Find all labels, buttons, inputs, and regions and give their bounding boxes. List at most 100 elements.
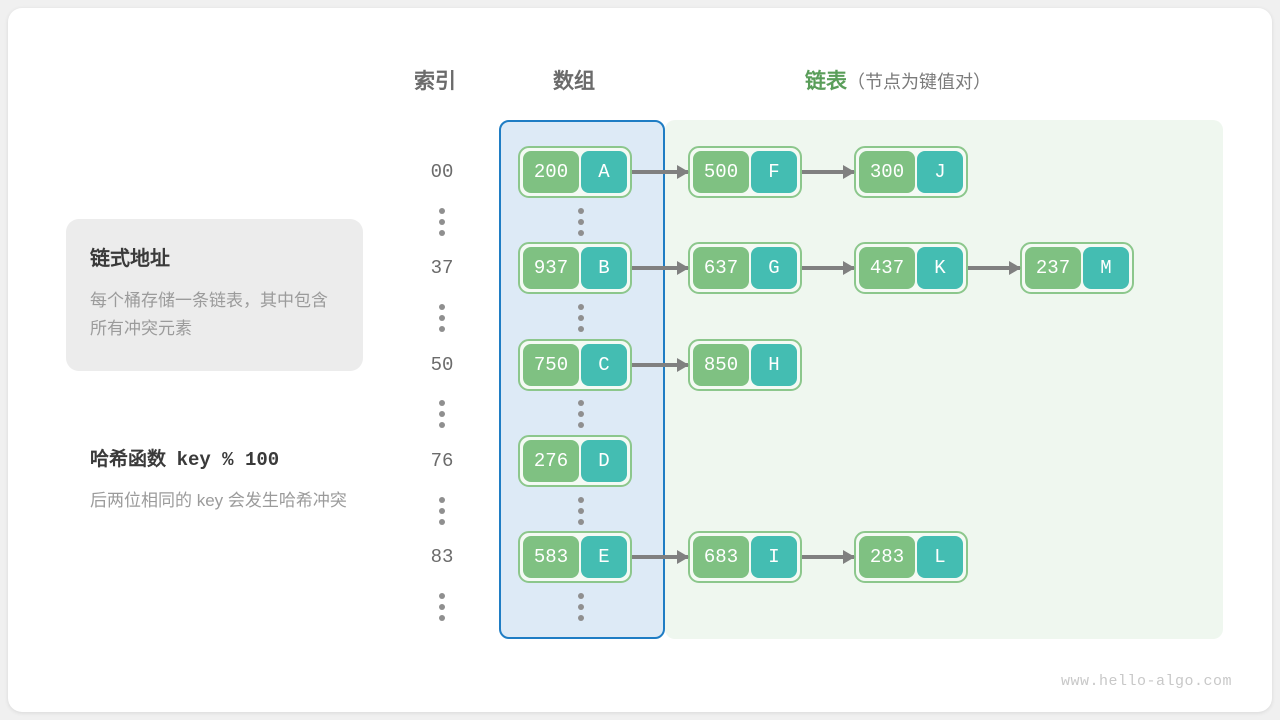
arrow-head-icon — [677, 358, 689, 372]
node-key: 583 — [523, 536, 579, 578]
arrow-shaft — [632, 363, 688, 367]
node-key: 437 — [859, 247, 915, 289]
bucket-index-label: 00 — [430, 161, 454, 183]
hash-function-title: 哈希函数 key % 100 — [90, 444, 279, 471]
node-value: G — [751, 247, 797, 289]
node-value: H — [751, 344, 797, 386]
node-key: 637 — [693, 247, 749, 289]
node-value: B — [581, 247, 627, 289]
array-ellipsis — [578, 593, 584, 621]
arrow-head-icon — [843, 165, 855, 179]
dot — [578, 304, 584, 310]
dot — [578, 422, 584, 428]
dot — [439, 604, 445, 610]
dot — [439, 326, 445, 332]
dot — [578, 400, 584, 406]
bucket-index-label: 50 — [430, 354, 454, 376]
node-key: 276 — [523, 440, 579, 482]
chain-arrow — [802, 165, 855, 179]
array-ellipsis — [578, 497, 584, 525]
dot — [439, 230, 445, 236]
arrow-head-icon — [843, 550, 855, 564]
node-value: E — [581, 536, 627, 578]
dot — [578, 326, 584, 332]
dot — [439, 615, 445, 621]
arrow-shaft — [632, 555, 688, 559]
chain-arrow — [802, 261, 855, 275]
arrow-head-icon — [843, 261, 855, 275]
arrow-shaft — [968, 266, 1020, 270]
header-linked-list-sub: （节点为键值对） — [847, 72, 991, 92]
info-card-title: 链式地址 — [90, 248, 170, 270]
dot — [439, 411, 445, 417]
dot — [578, 219, 584, 225]
dot — [578, 315, 584, 321]
node-value: C — [581, 344, 627, 386]
bucket-index-label: 37 — [430, 257, 454, 279]
node-key: 200 — [523, 151, 579, 193]
node-value: L — [917, 536, 963, 578]
node-key: 500 — [693, 151, 749, 193]
bucket-index-label: 83 — [430, 546, 454, 568]
chain-arrow — [632, 550, 689, 564]
dot — [578, 615, 584, 621]
node-value: K — [917, 247, 963, 289]
dot — [439, 497, 445, 503]
node-value: J — [917, 151, 963, 193]
index-ellipsis — [439, 593, 445, 621]
node-key: 237 — [1025, 247, 1081, 289]
dot — [578, 411, 584, 417]
arrow-shaft — [802, 170, 854, 174]
dot — [439, 593, 445, 599]
array-ellipsis — [578, 400, 584, 428]
node-key: 300 — [859, 151, 915, 193]
index-ellipsis — [439, 400, 445, 428]
diagram-canvas: 索引 数组 链表（节点为键值对） 链式地址 每个桶存储一条链表，其中包含所有冲突… — [8, 8, 1272, 712]
header-index: 索引 — [414, 70, 456, 93]
dot — [578, 230, 584, 236]
dot — [439, 219, 445, 225]
hash-function-expression: key % 100 — [176, 449, 280, 471]
node-key: 937 — [523, 247, 579, 289]
dot — [578, 519, 584, 525]
dot — [578, 508, 584, 514]
arrow-shaft — [632, 170, 688, 174]
header-array: 数组 — [553, 70, 595, 93]
info-card-body: 每个桶存储一条链表，其中包含所有冲突元素 — [90, 291, 328, 338]
node-value: D — [581, 440, 627, 482]
dot — [578, 604, 584, 610]
node-key: 750 — [523, 344, 579, 386]
arrow-head-icon — [677, 165, 689, 179]
node-key: 683 — [693, 536, 749, 578]
arrow-shaft — [802, 266, 854, 270]
chain-arrow — [632, 165, 689, 179]
dot — [439, 304, 445, 310]
node-value: F — [751, 151, 797, 193]
node-value: I — [751, 536, 797, 578]
arrow-shaft — [802, 555, 854, 559]
chain-arrow — [632, 261, 689, 275]
arrow-head-icon — [1009, 261, 1021, 275]
